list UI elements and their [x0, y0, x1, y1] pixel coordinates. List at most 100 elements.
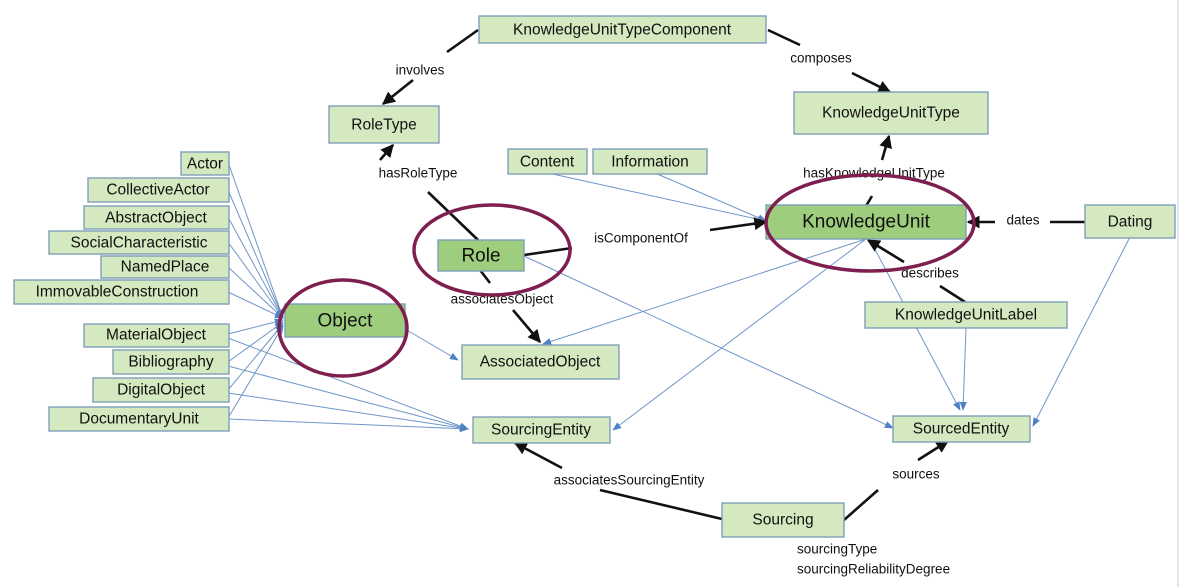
svg-text:AbstractObject: AbstractObject	[105, 210, 207, 227]
edge-socialcharacteristic-object	[227, 241, 284, 319]
edge-collectiveactor-object	[227, 189, 284, 319]
node-immovableconstruction[interactable]: ImmovableConstruction	[13, 279, 230, 305]
edge-sources-upper	[917, 439, 950, 462]
edge-describes-lower	[939, 284, 966, 304]
svg-text:Content: Content	[520, 154, 575, 171]
node-sourcedentity[interactable]: SourcedEntity	[892, 415, 1031, 443]
node-role[interactable]: Role	[437, 239, 525, 272]
svg-text:Role: Role	[461, 246, 500, 267]
node-roletype[interactable]: RoleType	[328, 105, 440, 144]
label-hasroletype: hasRoleType	[379, 166, 458, 181]
edge-iscomponentof-left	[523, 246, 573, 257]
node-content[interactable]: Content	[507, 148, 588, 175]
node-knowledgeunit[interactable]: KnowledgeUnit	[765, 204, 967, 240]
edge-information-knowledgeunit	[654, 172, 767, 222]
edge-object-associatedobject	[404, 328, 459, 361]
label-involves: involves	[396, 63, 445, 78]
svg-text:DigitalObject: DigitalObject	[117, 382, 206, 399]
label-describes: describes	[901, 266, 959, 281]
edge-documentaryunit-sourcingentity	[227, 418, 469, 433]
edge-sources-lower	[843, 489, 879, 521]
edge-associatessourcingentity-lower	[599, 488, 723, 521]
svg-text:Sourcing: Sourcing	[752, 512, 813, 529]
edge-namedplace-object	[227, 266, 284, 319]
attr-sourcingtype: sourcingType	[797, 542, 877, 557]
edge-digitalobject-sourcingentity	[227, 392, 469, 432]
edge-content-knowledgeunit	[547, 172, 767, 223]
edge-hasroletype-upper	[379, 144, 394, 161]
edge-knowledgeunit-associatedobject	[542, 238, 867, 345]
node-socialcharacteristic[interactable]: SocialCharacteristic	[48, 230, 230, 255]
svg-text:NamedPlace: NamedPlace	[121, 259, 210, 276]
node-sourcingentity[interactable]: SourcingEntity	[472, 416, 611, 444]
edge-iscomponentof-right	[709, 217, 768, 232]
highlight-knowledgeunit	[764, 173, 976, 273]
svg-text:KnowledgeUnitTypeComponent: KnowledgeUnitTypeComponent	[513, 22, 732, 39]
edge-associatesobject-upper	[478, 269, 492, 284]
svg-text:Dating: Dating	[1108, 214, 1153, 231]
node-bibliography[interactable]: Bibliography	[112, 349, 230, 375]
edge-associatesobject-lower	[512, 309, 541, 343]
edge-bibliography-sourcingentity	[227, 365, 469, 431]
label-sources: sources	[892, 467, 940, 482]
node-associatedobject[interactable]: AssociatedObject	[461, 344, 620, 380]
svg-text:KnowledgeUnitLabel: KnowledgeUnitLabel	[895, 307, 1037, 324]
edge-role-sourcedentity	[523, 255, 894, 429]
svg-text:Information: Information	[611, 154, 689, 171]
node-information[interactable]: Information	[592, 148, 708, 175]
label-composes: composes	[790, 51, 852, 66]
label-dates: dates	[1006, 213, 1039, 228]
edge-digitalobject-object	[227, 323, 284, 391]
label-iscomponentof: isComponentOf	[594, 231, 688, 246]
subclass-edges	[227, 161, 1131, 433]
highlight-ellipses	[277, 173, 976, 378]
svg-text:SourcedEntity: SourcedEntity	[913, 421, 1010, 438]
node-abstractobject[interactable]: AbstractObject	[83, 205, 230, 230]
svg-text:AssociatedObject: AssociatedObject	[480, 354, 601, 371]
svg-text:KnowledgeUnitType: KnowledgeUnitType	[822, 105, 960, 122]
relation-edges	[379, 28, 1085, 521]
node-dating[interactable]: Dating	[1084, 204, 1176, 239]
node-digitalobject[interactable]: DigitalObject	[92, 377, 230, 403]
node-knowledgeunitlabel[interactable]: KnowledgeUnitLabel	[864, 301, 1068, 329]
node-documentaryunit[interactable]: DocumentaryUnit	[48, 406, 230, 432]
node-actor[interactable]: Actor	[180, 151, 230, 176]
edge-materialobject-object	[227, 318, 284, 335]
svg-text:Actor: Actor	[187, 156, 223, 173]
edge-bibliography-object	[227, 321, 284, 363]
edge-immovableconstruction-object	[227, 291, 284, 319]
svg-text:KnowledgeUnit: KnowledgeUnit	[802, 212, 931, 233]
edge-knowledgeunit-sourcingentity	[612, 238, 867, 431]
edge-hasknowledgeunittype-upper	[879, 134, 892, 161]
edge-describes-upper	[866, 238, 905, 264]
node-materialobject[interactable]: MaterialObject	[83, 323, 230, 348]
svg-text:Object: Object	[318, 311, 374, 332]
attr-sourcingreliabilitydegree: sourcingReliabilityDegree	[797, 562, 950, 577]
svg-text:DocumentaryUnit: DocumentaryUnit	[79, 411, 199, 428]
highlight-object	[277, 278, 409, 378]
edge-hasroletype-lower	[427, 191, 479, 241]
edge-composes-lower	[851, 71, 892, 94]
edge-documentaryunit-object	[227, 325, 284, 419]
node-namedplace[interactable]: NamedPlace	[100, 255, 230, 279]
node-sourcing[interactable]: Sourcing	[721, 502, 845, 538]
label-associatessourcingentity: associatesSourcingEntity	[554, 473, 705, 488]
svg-text:ImmovableConstruction: ImmovableConstruction	[36, 284, 199, 301]
edge-materialobject-sourcingentity	[227, 337, 469, 430]
node-object[interactable]: Object	[284, 303, 406, 338]
nodes: KnowledgeUnitTypeComponent RoleType Know…	[13, 15, 1176, 538]
node-knowledgeunittype[interactable]: KnowledgeUnitType	[793, 91, 989, 135]
edge-abstractobject-object	[227, 216, 284, 319]
highlight-role	[412, 203, 572, 297]
edge-composes-upper	[767, 28, 801, 47]
node-knowledgeunittypecomponent[interactable]: KnowledgeUnitTypeComponent	[478, 15, 767, 44]
node-collectiveactor[interactable]: CollectiveActor	[87, 177, 230, 203]
svg-text:MaterialObject: MaterialObject	[106, 327, 207, 344]
edge-actor-object	[227, 161, 284, 319]
edge-involves-lower	[381, 78, 414, 106]
svg-text:SourcingEntity: SourcingEntity	[491, 422, 591, 439]
svg-text:Bibliography: Bibliography	[128, 354, 214, 371]
svg-text:SocialCharacteristic: SocialCharacteristic	[71, 235, 208, 252]
edge-dating-sourcedentity	[1032, 236, 1131, 427]
